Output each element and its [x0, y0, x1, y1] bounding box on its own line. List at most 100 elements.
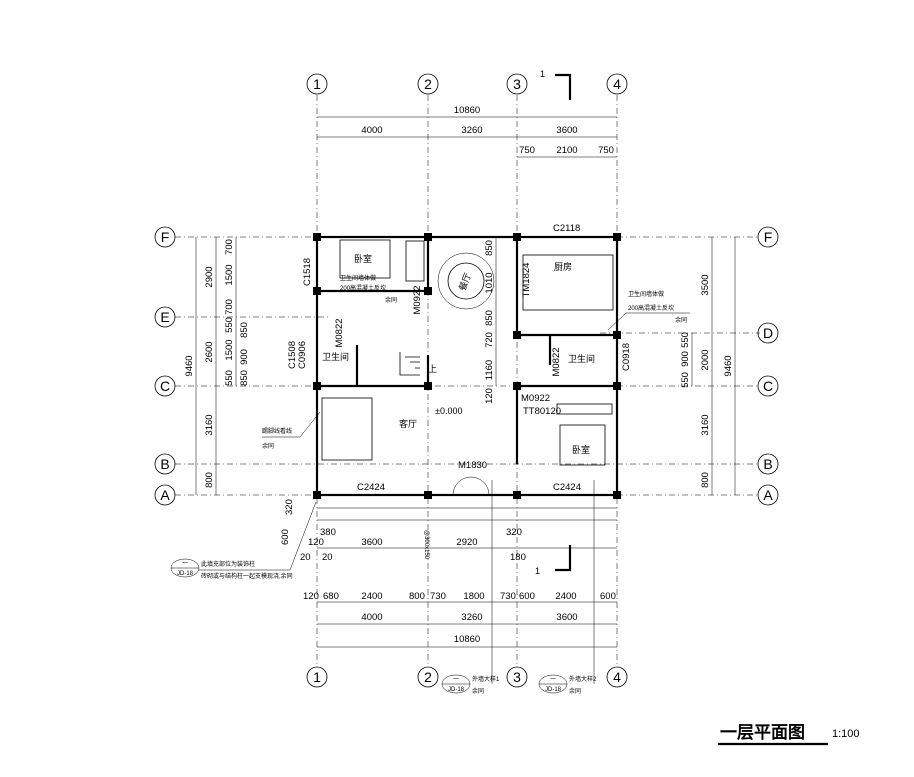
- plan-label: 850: [484, 240, 495, 256]
- axis-3-top: 3: [506, 73, 528, 95]
- plan-label: 砖砌或与结构柱一起支模现浇,余同: [201, 572, 293, 580]
- plan-label: E: [160, 309, 169, 325]
- plan-label: 730: [500, 591, 516, 602]
- plan-label: 1800: [463, 591, 484, 602]
- drawing-title: 一层平面图 1:100: [718, 723, 860, 746]
- plan-label: 1: [540, 69, 545, 79]
- plan-label: 700: [224, 299, 235, 315]
- door-swing-m1830: [452, 476, 490, 496]
- plan-label: 卧室: [354, 253, 372, 264]
- left-dimensions: 9460 2900 2600 3160 800 700 1500 700 550…: [184, 237, 313, 495]
- plan-label: 20: [322, 552, 333, 563]
- plan-linework: [424, 491, 432, 499]
- plan-label: 900: [239, 349, 250, 365]
- plan-label: 厨房: [554, 261, 572, 272]
- plan-label: C2424: [357, 482, 385, 493]
- plan-label: 1: [313, 76, 321, 92]
- plan-label: 380: [320, 527, 336, 538]
- plan-label: C1518: [302, 258, 313, 286]
- plan-label: TT80120: [523, 406, 561, 417]
- plan-circle: [154, 306, 176, 328]
- plan-label: 200高混凝土反坎: [628, 304, 674, 312]
- plan-circle: [757, 484, 779, 506]
- plan-label: 550: [680, 332, 691, 348]
- right-dimensions: 9460 3500 2000 3160 800 550 900 550: [680, 237, 736, 495]
- plan-label: 800: [700, 472, 711, 488]
- plan-label: 3160: [700, 414, 711, 435]
- plan-label: 1160: [484, 360, 495, 380]
- axis-1-bottom: 1: [306, 666, 328, 688]
- plan-label: 900: [680, 351, 691, 367]
- plan-linework: [513, 331, 521, 339]
- plan-label: 800: [409, 591, 425, 602]
- plan-label: 卫生间墙体做: [628, 290, 664, 298]
- plan-label: 320: [506, 527, 522, 538]
- plan-circle: [154, 453, 176, 475]
- plan-label: B: [160, 456, 169, 472]
- plan-label: 3500: [700, 274, 711, 295]
- notes: 卫生间墙体做 200高混凝土反坎 余同 卫生间墙体做 200高混凝土反坎 余同 …: [262, 274, 690, 560]
- kitchen-counter: [522, 254, 614, 311]
- axis-4-bottom: 4: [606, 666, 628, 688]
- plan-label: 1:100: [832, 728, 860, 740]
- axis-F-right: F: [757, 226, 779, 248]
- plan-linework: [313, 491, 321, 499]
- door-window-labels: C2118 TM1824 M0922 M0822 M0822 M0922 C09…: [334, 223, 632, 493]
- plan-label: 550: [224, 370, 235, 386]
- plan-label: 卧室: [572, 444, 590, 455]
- plan-circle: [437, 252, 495, 310]
- plan-label: 10860: [454, 105, 480, 116]
- axis-bubbles: 1 2 3 4 1 2 3 4 F E C B A F D C B A: [154, 73, 779, 688]
- plan-label: 850: [484, 310, 495, 326]
- plan-label: M1830: [458, 460, 487, 471]
- plan-linework: [313, 382, 321, 390]
- plan-label: ±0.000: [435, 406, 462, 416]
- plan-label: 餐厅: [456, 271, 472, 292]
- plan-label: 120: [484, 388, 495, 404]
- plan-circle: [757, 453, 779, 475]
- axis-F-left: F: [154, 226, 176, 248]
- plan-label: 4000: [361, 125, 382, 136]
- axis-A-left: A: [154, 484, 176, 506]
- plan-label: 一: [550, 677, 556, 683]
- plan-label: 320: [284, 499, 295, 515]
- plan-label: 2600: [204, 341, 215, 362]
- sofa: [321, 397, 373, 461]
- bottom-dimensions: 380 120 3600 2920 320 180 20 20 120 680 …: [280, 499, 617, 648]
- plan-label: 3260: [461, 612, 482, 623]
- plan-circle: [154, 226, 176, 248]
- plan-label: C1508: [287, 341, 298, 369]
- axis-B-left: B: [154, 453, 176, 475]
- plan-label: 550: [224, 317, 235, 333]
- plan-label: 1010: [484, 272, 495, 293]
- plan-label: 600: [519, 591, 535, 602]
- plan-label: 200高混凝土反坎: [340, 284, 386, 292]
- plan-label: 2920: [456, 537, 477, 548]
- stairs: [399, 352, 420, 376]
- plan-label: C2118: [553, 223, 580, 234]
- plan-linework: [613, 382, 621, 390]
- plan-label: 此填充部位为装饰柱: [201, 560, 255, 568]
- plan-circle: [306, 666, 328, 688]
- plan-label: 680: [323, 591, 339, 602]
- plan-linework: [555, 545, 572, 572]
- plan-circle: [757, 375, 779, 397]
- plan-label: 一: [453, 677, 459, 683]
- plan-linework: [313, 233, 321, 241]
- plan-label: TM1824: [521, 263, 532, 298]
- plan-linework: [607, 312, 627, 331]
- plan-linework: [613, 331, 621, 339]
- plan-label: 3260: [461, 125, 482, 136]
- walls: [313, 233, 621, 521]
- plan-label: 余同: [262, 442, 274, 450]
- plan-label: 9460: [184, 355, 195, 376]
- plan-label: 20: [300, 552, 311, 563]
- plan-label: A: [763, 487, 773, 503]
- plan-label: 720: [484, 332, 495, 348]
- plan-label: A: [160, 487, 170, 503]
- plan-label: C0906: [297, 341, 308, 369]
- plan-label: 550: [680, 372, 691, 388]
- plan-label: 卫生间: [322, 351, 349, 362]
- plan-linework: [424, 287, 432, 295]
